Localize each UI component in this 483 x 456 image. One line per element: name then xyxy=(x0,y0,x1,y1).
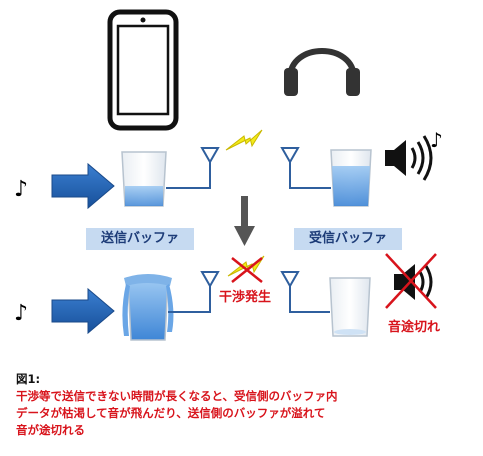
caption-line: 音が途切れる xyxy=(16,423,85,437)
headphones-icon xyxy=(284,48,360,96)
input-arrow-bottom xyxy=(51,287,115,335)
down-arrow-icon xyxy=(234,196,255,246)
speaker-icon xyxy=(385,135,433,181)
send-buffer-label: 送信バッファ xyxy=(86,228,194,250)
receiver-glass-empty xyxy=(329,277,371,337)
receiver-glass-top xyxy=(330,149,372,207)
music-note-bottom: ♪ xyxy=(14,300,29,326)
top-link xyxy=(166,160,331,189)
lightning-icon xyxy=(225,129,263,151)
antenna-icon xyxy=(200,147,220,165)
figure-label: 図1: xyxy=(16,372,41,386)
muted-speaker-icon xyxy=(385,253,437,309)
music-note-speaker: ♪ xyxy=(430,128,443,152)
antenna-icon xyxy=(280,147,300,165)
interference-label: 干渉発生 xyxy=(219,290,272,305)
figure-caption: 図1: 干渉等で送信できない時間が長くなると、受信側のバッファ内 データが枯渇し… xyxy=(16,371,476,439)
bottom-link xyxy=(168,286,330,313)
smartphone-icon xyxy=(107,9,179,131)
caption-line: 干渉等で送信できない時間が長くなると、受信側のバッファ内 xyxy=(16,389,338,403)
antenna-icon xyxy=(200,271,220,289)
sender-glass-overflowing xyxy=(122,274,174,341)
lightning-blocked-icon xyxy=(227,255,265,283)
antenna-icon xyxy=(280,271,300,289)
audio-dropout-label: 音途切れ xyxy=(388,320,441,335)
music-note-top: ♪ xyxy=(14,176,29,202)
recv-buffer-label: 受信バッファ xyxy=(294,228,402,250)
caption-line: データが枯渇して音が飛んだり、送信側のバッファが溢れて xyxy=(16,406,326,420)
input-arrow-top xyxy=(51,162,115,210)
sender-glass-top xyxy=(121,151,167,207)
